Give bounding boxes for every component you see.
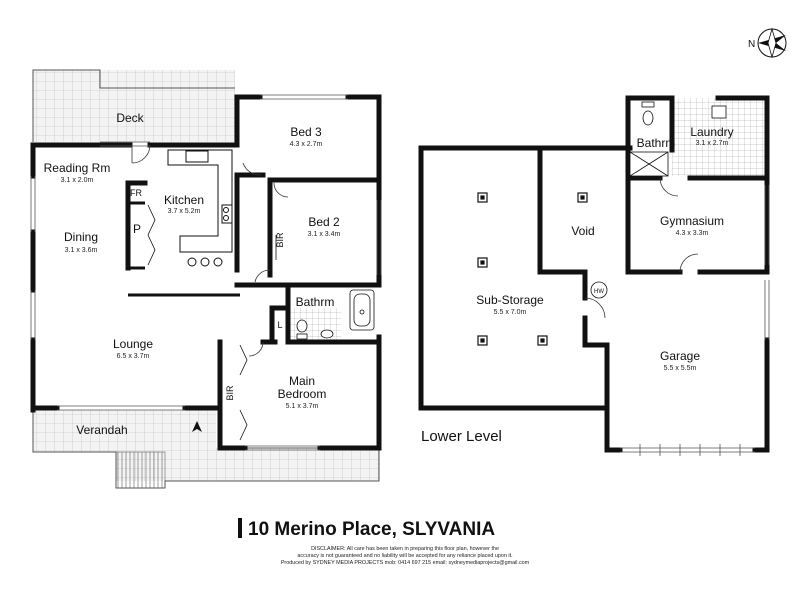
lower-room-labels: Laundry 3.1 x 2.7m Bathrm Void Gymnasium… [476, 125, 733, 372]
disclaimer: DISCLAIMER: All care has been taken in p… [255, 546, 555, 567]
sub-storage-dims: 5.5 x 7.0m [494, 309, 527, 316]
north-label: N [748, 39, 755, 50]
property-title: 10 Merino Place, SLYVANIA [238, 518, 568, 541]
pier-posts [477, 192, 588, 346]
verandah-label: Verandah [76, 423, 127, 437]
pantry-doors [147, 204, 156, 266]
dining-dims: 3.1 x 3.6m [65, 247, 98, 254]
lower-bathroom-fixtures [629, 101, 727, 177]
north-compass: N [748, 27, 787, 59]
upper-windows [30, 94, 382, 451]
bir-label-main: BIR [225, 385, 235, 401]
gymnasium-label: Gymnasium [660, 214, 724, 228]
hot-water-label: HW [594, 289, 604, 295]
garage-dims: 5.5 x 5.5m [664, 365, 697, 372]
compass-star-icon [767, 27, 777, 59]
lower-bathroom-label: Bathrm [637, 136, 676, 150]
bed2-dims: 3.1 x 3.4m [308, 231, 341, 238]
upper-room-labels: Deck Reading Rm 3.1 x 2.0m Dining 3.1 x … [44, 111, 341, 437]
garage-label: Garage [660, 349, 700, 363]
lower-walls [418, 95, 770, 453]
kitchen-bench [167, 149, 233, 267]
linen-label: L [277, 320, 282, 330]
deck-floor [33, 70, 235, 142]
verandah-outline [32, 410, 380, 489]
sub-storage-label: Sub-Storage [476, 293, 544, 307]
bir-label-bed2: BIR [275, 232, 285, 248]
deck-outline [32, 69, 235, 142]
upper-level [30, 69, 382, 489]
lower-level-title: Lower Level [421, 428, 502, 445]
gymnasium-dims: 4.3 x 3.3m [676, 230, 709, 237]
verandah-floor [33, 410, 216, 452]
bathroom-label: Bathrm [296, 295, 335, 309]
reading-room-label: Reading Rm [44, 161, 111, 175]
bed2-label: Bed 2 [308, 215, 340, 229]
bathroom-fixtures [296, 289, 375, 340]
hot-water-icon [590, 281, 608, 299]
property-title-text: 10 Merino Place, SLYVANIA [248, 519, 496, 540]
deck-label: Deck [116, 111, 144, 125]
main-bedroom-label-2: Bedroom [278, 387, 327, 401]
lounge-label: Lounge [113, 337, 153, 351]
upper-thin-walls [128, 201, 240, 297]
wardrobe-doors [239, 235, 277, 441]
fridge-label: FR [130, 188, 142, 198]
main-bedroom-label-1: Main [289, 374, 315, 388]
kitchen-label: Kitchen [164, 193, 204, 207]
lower-doors [584, 177, 699, 319]
upper-walls [30, 94, 382, 451]
void-label: Void [571, 224, 594, 238]
kitchen-dims: 3.7 x 5.2m [168, 208, 201, 215]
verandah-floor-2 [116, 448, 379, 481]
lounge-dims: 6.5 x 3.7m [117, 353, 150, 360]
laundry-label: Laundry [690, 125, 733, 139]
bed3-label: Bed 3 [290, 125, 322, 139]
lower-windows [620, 185, 770, 456]
laundry-dims: 3.1 x 2.7m [696, 140, 729, 147]
lower-level [418, 95, 770, 456]
pantry-label: P [133, 222, 141, 236]
entry-arrow-icon [192, 421, 202, 432]
upper-doors [131, 144, 289, 357]
disclaimer-line-3: Produced by SYDNEY MEDIA PROJECTS mob: 0… [280, 560, 530, 566]
main-bedroom-dims: 5.1 x 3.7m [286, 403, 319, 410]
dining-label: Dining [64, 230, 98, 244]
reading-room-dims: 3.1 x 2.0m [61, 177, 94, 184]
title-bar [238, 518, 242, 538]
disclaimer-line-2: accuracy is not guaranteed and no liabil… [297, 553, 513, 559]
bed3-dims: 4.3 x 2.7m [290, 141, 323, 148]
disclaimer-line-1: DISCLAIMER: All care has been taken in p… [311, 546, 499, 552]
